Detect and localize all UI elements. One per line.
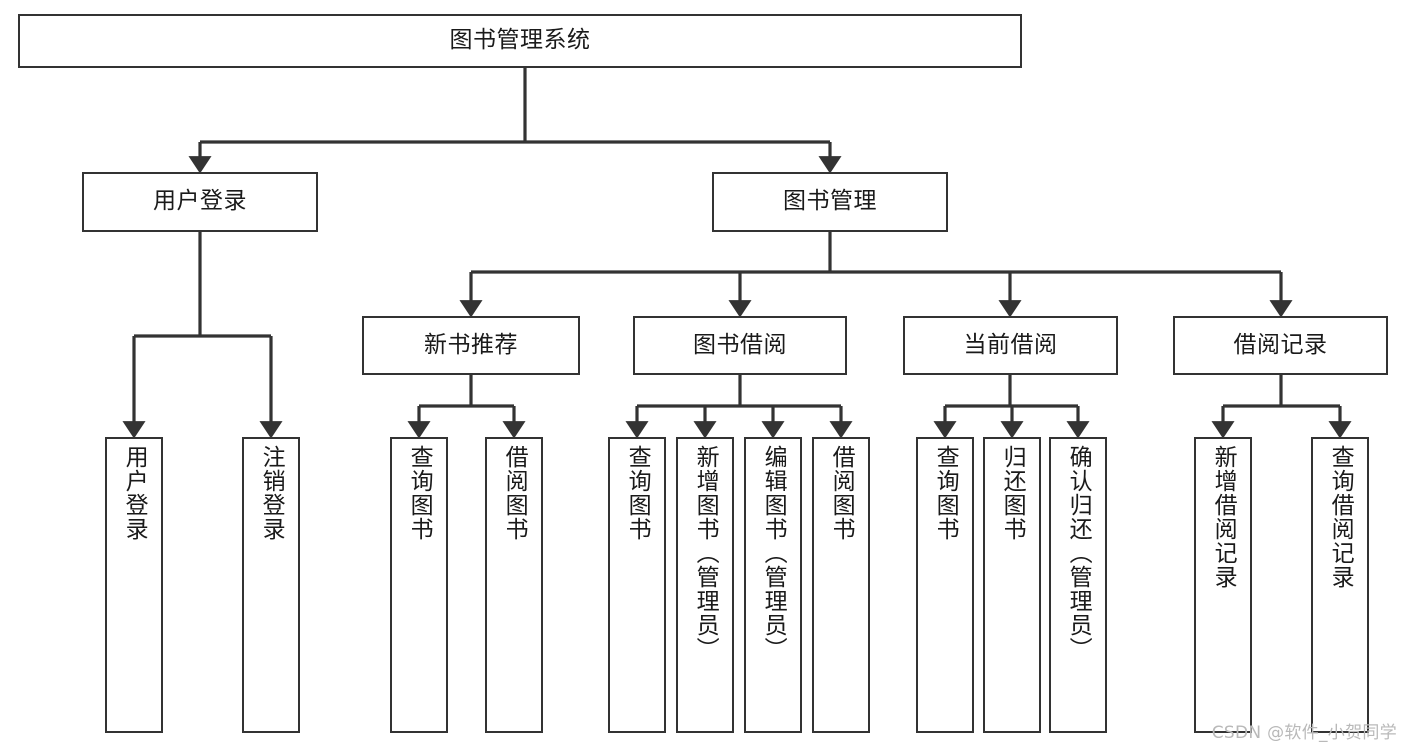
node-label: 用户登录 — [121, 445, 148, 541]
leaf-add-book[interactable]: 新增图书（管理员） — [676, 437, 734, 733]
node-label: 当前借阅 — [963, 331, 1058, 358]
leaf-borrow-book-2[interactable]: 借阅图书 — [812, 437, 870, 733]
node-new-book-recommendation[interactable]: 新书推荐 — [362, 316, 580, 375]
node-label: 注销登录 — [258, 445, 285, 541]
leaf-query-borrow-record[interactable]: 查询借阅记录 — [1311, 437, 1369, 733]
leaf-add-borrow-record[interactable]: 新增借阅记录 — [1194, 437, 1252, 733]
node-label: 新增借阅记录 — [1210, 445, 1237, 589]
node-label: 借阅图书 — [501, 445, 528, 541]
node-user-login[interactable]: 用户登录 — [82, 172, 318, 232]
node-label: 新增图书（管理员） — [692, 445, 719, 661]
node-label: 新书推荐 — [424, 331, 518, 358]
node-label: 查询借阅记录 — [1327, 445, 1354, 589]
leaf-logout[interactable]: 注销登录 — [242, 437, 300, 733]
leaf-borrow-book-1[interactable]: 借阅图书 — [485, 437, 543, 733]
leaf-return-book[interactable]: 归还图书 — [983, 437, 1041, 733]
node-label: 确认归还（管理员） — [1065, 445, 1092, 661]
leaf-edit-book[interactable]: 编辑图书（管理员） — [744, 437, 802, 733]
leaf-query-book-2[interactable]: 查询图书 — [608, 437, 666, 733]
leaf-confirm-return[interactable]: 确认归还（管理员） — [1049, 437, 1107, 733]
node-label: 图书借阅 — [693, 331, 787, 358]
node-label: 借阅图书 — [828, 445, 855, 541]
node-borrow-record[interactable]: 借阅记录 — [1173, 316, 1388, 375]
node-current-borrow[interactable]: 当前借阅 — [903, 316, 1118, 375]
node-book-management[interactable]: 图书管理 — [712, 172, 948, 232]
node-label: 归还图书 — [999, 445, 1026, 541]
node-label: 查询图书 — [406, 445, 433, 541]
node-label: 借阅记录 — [1233, 331, 1328, 358]
node-book-borrow[interactable]: 图书借阅 — [633, 316, 847, 375]
leaf-query-book-3[interactable]: 查询图书 — [916, 437, 974, 733]
node-label: 查询图书 — [624, 445, 651, 541]
leaf-user-login[interactable]: 用户登录 — [105, 437, 163, 733]
watermark: CSDN @软件_小贺同学 — [1211, 723, 1397, 743]
node-label: 查询图书 — [932, 445, 959, 541]
node-root-system[interactable]: 图书管理系统 — [18, 14, 1022, 68]
node-label: 图书管理系统 — [449, 27, 591, 54]
node-label: 图书管理 — [783, 188, 877, 215]
node-label: 编辑图书（管理员） — [760, 445, 787, 661]
node-label: 用户登录 — [153, 188, 247, 215]
leaf-query-book-1[interactable]: 查询图书 — [390, 437, 448, 733]
